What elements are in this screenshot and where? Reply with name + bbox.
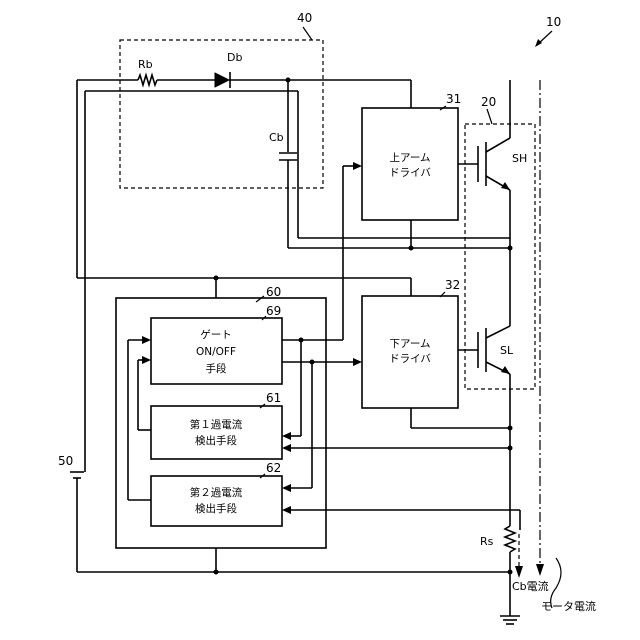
lower-driver-label-2: ドライバ	[389, 353, 431, 365]
gate-label-2: ON/OFF	[196, 346, 236, 358]
first-overcurrent-detector-block	[151, 406, 282, 459]
junction-low-emitter	[508, 426, 513, 431]
capacitor-cb-label: Cb	[269, 131, 284, 144]
upper-arm-driver-box	[362, 108, 458, 220]
figure-pointer-arrow	[535, 31, 552, 47]
shunt-resistor-rs	[505, 526, 515, 552]
upper-driver-ground-wire	[288, 220, 510, 248]
figure-number: 10	[546, 15, 561, 29]
power-supply-50	[70, 472, 84, 572]
ground-rail	[77, 548, 520, 624]
lower-arm-driver-box	[362, 296, 458, 408]
cb-current-arrow	[515, 534, 523, 578]
lower-driver-ground-wire	[411, 408, 510, 428]
detector1-label-1: 第１過電流	[190, 418, 243, 431]
motor-current-label: モータ電流	[541, 599, 596, 613]
upper-driver-number: 31	[446, 92, 461, 106]
junction-ground-shunt	[508, 570, 513, 575]
bootstrap-block-number: 40	[297, 11, 312, 25]
control-block-number: 60	[266, 285, 281, 299]
upper-driver-label-2: ドライバ	[389, 167, 431, 179]
lower-driver-number: 32	[445, 278, 460, 292]
switch-block-leader	[487, 109, 492, 124]
diode-db-label: Db	[227, 51, 242, 64]
diode-db	[215, 72, 230, 88]
junction-control-supply	[214, 276, 219, 281]
capacitor-cb	[279, 80, 297, 248]
second-overcurrent-detector-block	[151, 476, 282, 526]
switch-sl-label: SL	[500, 344, 514, 357]
gate-block-number: 69	[266, 304, 281, 318]
detector2-number: 62	[266, 461, 281, 475]
junction-ground-control	[214, 570, 219, 575]
junction-upper-ref	[409, 246, 414, 251]
shunt-rs-label: Rs	[480, 535, 494, 548]
switch-block-number: 20	[481, 95, 496, 109]
gate-label-1: ゲート	[200, 329, 232, 341]
upper-driver-label-1: 上アーム	[389, 152, 430, 164]
resistor-rb	[138, 75, 157, 85]
detector1-label-2: 検出手段	[195, 434, 237, 447]
motor-current-arrow	[536, 564, 544, 576]
switch-sh-label: SH	[512, 152, 527, 165]
switch-sh	[458, 138, 510, 248]
lower-supply-wire	[77, 278, 411, 298]
resistor-rb-label: Rb	[138, 58, 153, 71]
junction-sense-1	[508, 446, 513, 451]
detector2-label-2: 検出手段	[195, 502, 237, 515]
lower-driver-label-1: 下アーム	[389, 338, 430, 350]
detector2-label-1: 第２過電流	[190, 486, 243, 499]
detector1-number: 61	[266, 391, 281, 405]
bootstrap-leader	[303, 27, 312, 40]
gate-label-3: 手段	[206, 362, 227, 375]
power-supply-label: 50	[58, 454, 73, 468]
cb-current-label: Cb電流	[512, 579, 549, 593]
